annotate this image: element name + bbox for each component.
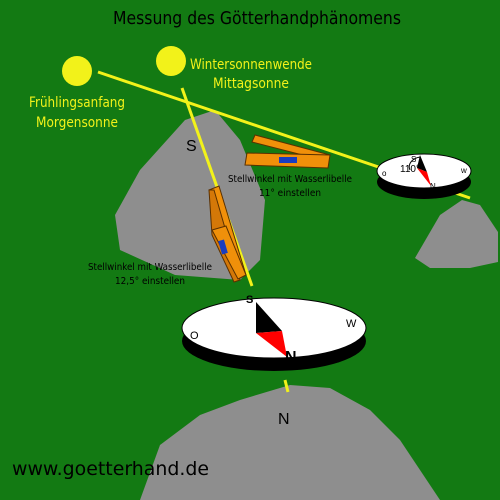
rock-bottom [140, 385, 440, 500]
compass-small-s: S [411, 155, 416, 164]
label-winter-sun-line1: Wintersonnenwende [190, 57, 312, 73]
compass-large-n: N [285, 349, 297, 366]
label-level-lower-line1: Stellwinkel mit Wasserlibelle [88, 262, 212, 273]
label-spring-sun-line2: Morgensonne [36, 115, 118, 131]
level-tool-upper [244, 134, 332, 169]
sun-winter [156, 46, 186, 76]
compass-large-o: O [190, 330, 199, 342]
compass-small-angle: 110° [400, 164, 420, 175]
ray-north-tick [283, 379, 290, 393]
compass-small-angle-arc [408, 156, 421, 171]
compass-small-w: w [460, 166, 467, 175]
sun-spring [62, 56, 92, 86]
label-winter-sun-line2: Mittagsonne [213, 76, 289, 92]
compass-small: 110° S N o w [376, 153, 472, 199]
label-spring-sun-line1: Frühlingsanfang [29, 95, 125, 111]
label-level-upper-line1: Stellwinkel mit Wasserlibelle [228, 174, 352, 185]
compass-large-w: W [346, 318, 357, 330]
compass-large-needle-red [256, 331, 287, 357]
diagram-title: Messung des Götterhandphänomens [113, 8, 401, 29]
label-north: N [278, 411, 290, 428]
compass-small-needle-black [417, 155, 427, 172]
spirit-level-bubble-lower [218, 239, 228, 255]
label-level-upper-line2: 11° einstellen [259, 188, 321, 199]
label-level-lower-line2: 12,5° einstellen [115, 276, 185, 287]
compass-large-needle-black [256, 302, 282, 333]
compass-large: S N O W [181, 294, 367, 371]
compass-large-s: S [246, 294, 253, 306]
compass-small-needle-red [417, 168, 431, 186]
label-south: S [186, 138, 197, 155]
compass-small-n: N [430, 182, 436, 191]
level-tool-lower [208, 185, 247, 283]
website-link[interactable]: www.goetterhand.de [12, 458, 209, 480]
rock-right [415, 200, 498, 268]
compass-small-o: o [382, 169, 387, 178]
spirit-level-bubble-upper [279, 157, 297, 163]
